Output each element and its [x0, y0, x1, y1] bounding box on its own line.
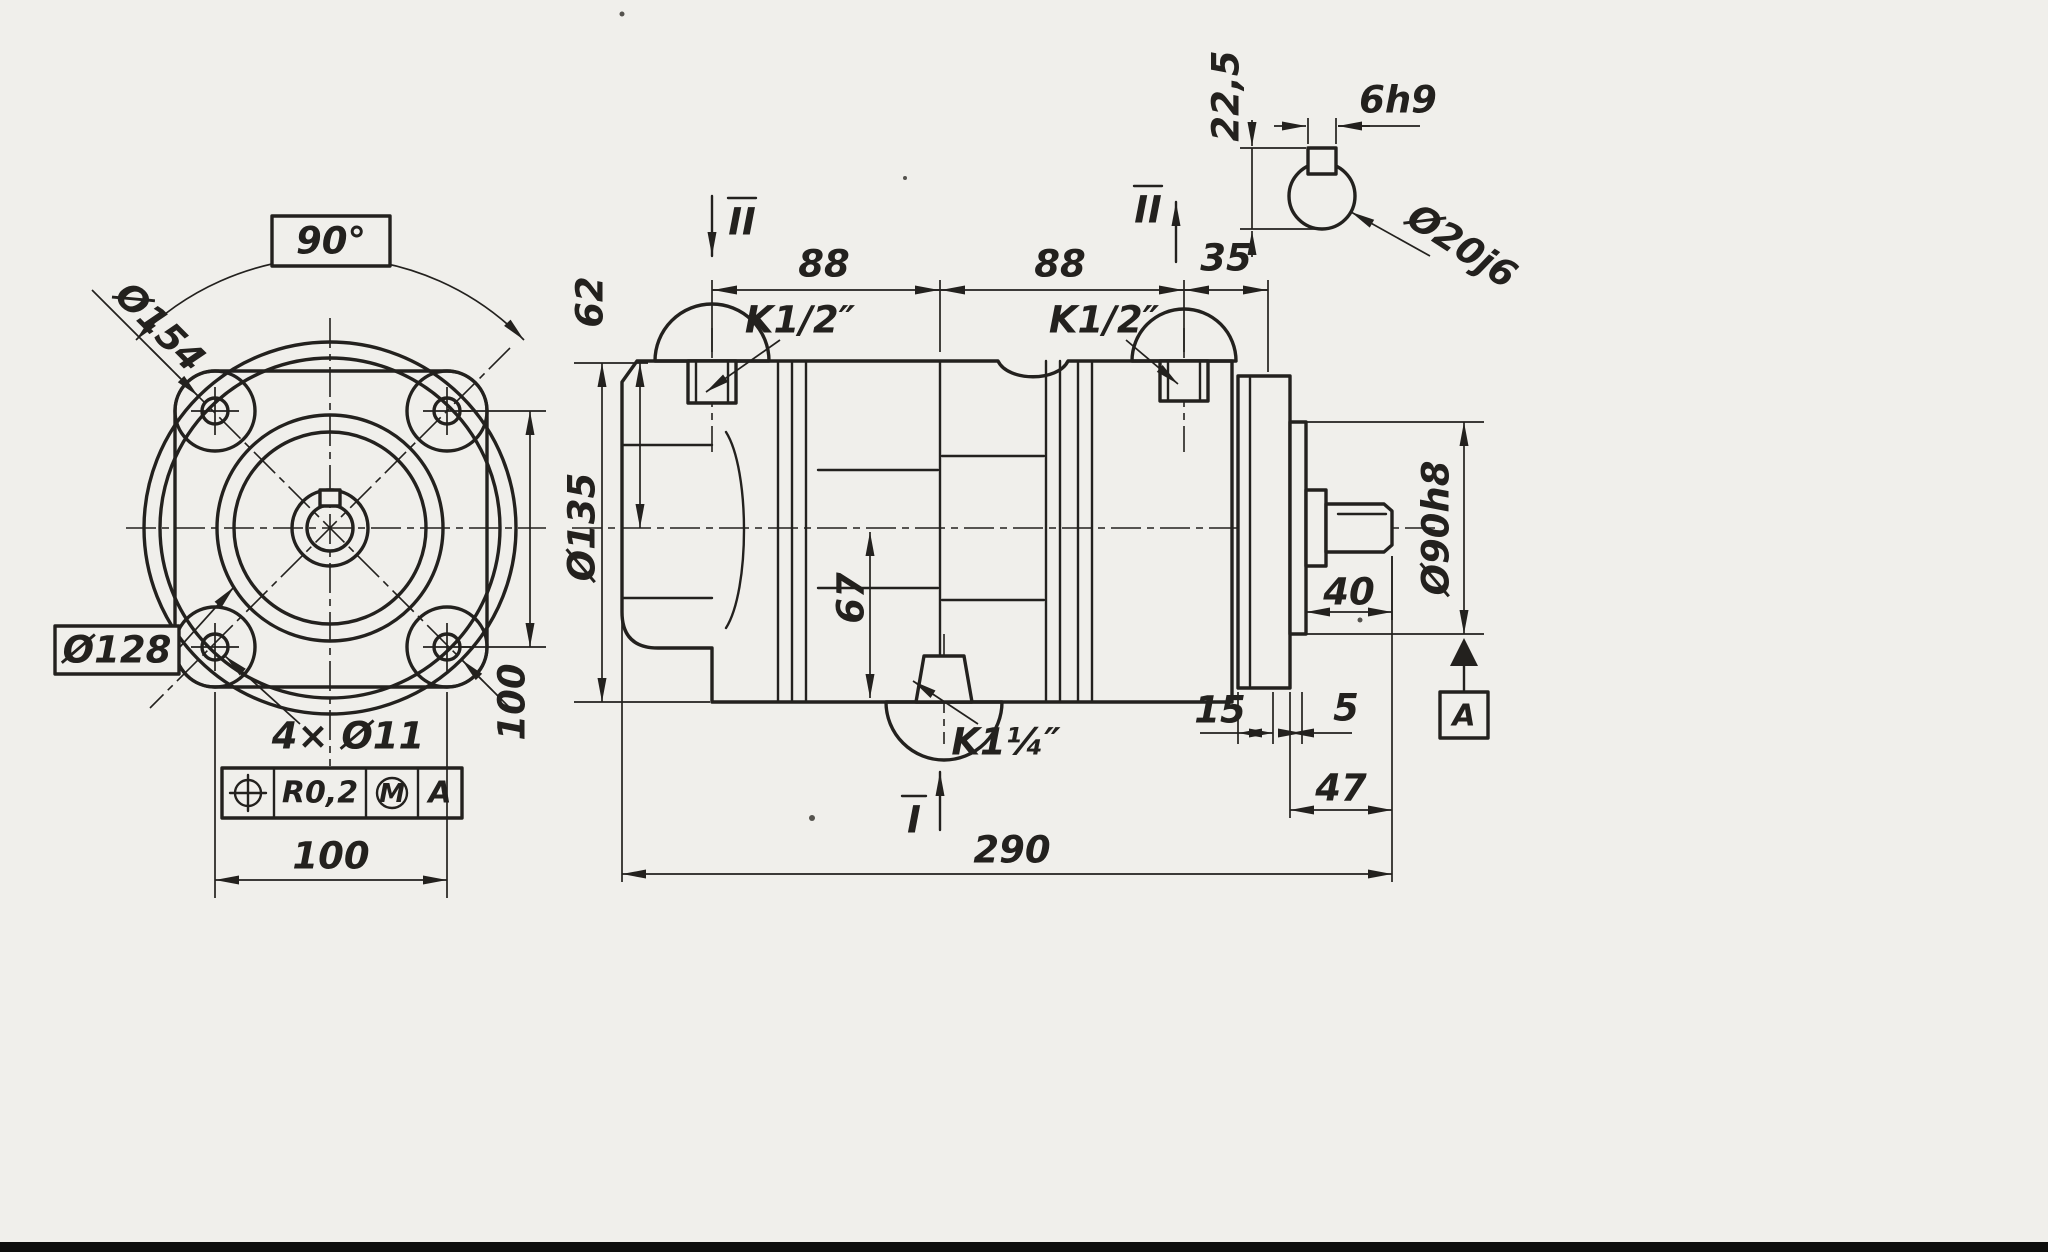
fcf-tolerance-label: R0,2	[282, 776, 358, 811]
body-outer-circle	[142, 340, 518, 716]
dim-40-label: 40	[1322, 571, 1375, 614]
keyway-notch	[1306, 146, 1338, 176]
dim-67: 67	[830, 532, 875, 698]
dim-15-5: 15 5	[1194, 687, 1359, 818]
left-vertical-dimensions: 62 Ø135	[561, 276, 710, 703]
key-width-label: 6h9	[1359, 79, 1437, 122]
top-dimension-chain: 88 88 35	[711, 237, 1269, 372]
body-rim-circle	[158, 356, 502, 700]
dia128-dimension: Ø128	[53, 586, 235, 676]
angle-label-box	[270, 214, 392, 268]
pilot-circle	[215, 413, 445, 643]
port-right-label: K1/2″	[1049, 299, 1160, 342]
dim-6h9: 6h9	[1274, 79, 1437, 144]
height-dimension: 100	[460, 410, 546, 741]
dim-15-label: 15	[1194, 689, 1246, 732]
dim-62-label: 62	[569, 276, 612, 328]
section-marks: II II I	[707, 184, 1181, 842]
scan-artifacts	[619, 11, 1363, 821]
front-view-centerlines	[126, 318, 546, 766]
dia20-label: Ø20j6	[1398, 194, 1525, 297]
spigot	[1288, 420, 1308, 636]
arrowhead	[136, 319, 156, 340]
mounting-flange	[1236, 374, 1292, 690]
holes-label: 4× Ø11	[271, 715, 425, 758]
pilot-inner-circle	[232, 430, 428, 626]
spigot-dimension: Ø90h8 A	[1306, 421, 1490, 740]
port-bottom-label: K1¼″	[951, 721, 1061, 764]
dim-67-label: 67	[830, 572, 873, 624]
angle-dimension: 90°	[135, 214, 525, 341]
dia90-label: Ø90h8	[1415, 460, 1458, 597]
section-II-right-label: II	[1134, 189, 1162, 232]
dim-47: 47	[1290, 556, 1393, 882]
shaft-collar	[1304, 488, 1328, 568]
datum-triangle-icon	[1450, 638, 1478, 666]
dim-5-label: 5	[1333, 687, 1359, 730]
pump-body-outline	[620, 359, 1234, 704]
section-I-label: I	[907, 799, 921, 842]
scan-edge-bar	[0, 1242, 2048, 1252]
angle-dimension-label: 90°	[296, 220, 366, 263]
dia128-label: Ø128	[61, 629, 172, 672]
material-modifier-icon	[375, 776, 409, 810]
port-callouts: K1/2″ K1/2″ K1¼″	[705, 299, 1179, 764]
dia20-dimension: Ø20j6	[1350, 194, 1525, 297]
internal-detail-lines	[620, 430, 1046, 630]
dim-88-left-label: 88	[798, 243, 850, 286]
dim-88-right-label: 88	[1034, 243, 1086, 286]
dim-40: 40	[1305, 556, 1393, 620]
port-left-label: K1/2″	[745, 299, 856, 342]
datum-label: A	[1450, 699, 1475, 734]
shaft-section-detail: 22,5 6h9 Ø20j6	[1205, 50, 1525, 297]
dim-22-5-label: 22,5	[1205, 50, 1248, 141]
dim-35-label: 35	[1200, 237, 1252, 280]
dia135-label: Ø135	[561, 473, 604, 584]
dim-290-label: 290	[973, 829, 1050, 872]
fcf-modifier-label: M	[379, 779, 405, 809]
front-view: 90° Ø154 Ø128 4× Ø11	[53, 214, 546, 898]
shaft-keyway	[318, 488, 342, 508]
dim-47-label: 47	[1314, 767, 1367, 810]
feature-control-frame: R0,2 M A	[220, 766, 464, 820]
section-II-left-label: II	[728, 201, 756, 244]
dia154-label: Ø154	[105, 272, 214, 381]
position-symbol-icon	[228, 773, 268, 813]
width-dimension: 100	[214, 692, 448, 898]
dim-290: 290	[621, 616, 1392, 882]
datum-box	[1438, 690, 1490, 740]
dim-22-5: 22,5	[1205, 50, 1322, 257]
side-view: 88 88 35 62 Ø135 67 K1/2″ K1/2″ K1¼″	[561, 184, 1490, 882]
arrowhead	[504, 319, 524, 340]
body-joint-lines	[776, 359, 1094, 704]
output-shaft	[1324, 502, 1394, 554]
height-label: 100	[491, 663, 534, 740]
holes-note: 4× Ø11	[224, 655, 425, 758]
width-label: 100	[292, 835, 369, 878]
dia128-box	[53, 624, 181, 676]
